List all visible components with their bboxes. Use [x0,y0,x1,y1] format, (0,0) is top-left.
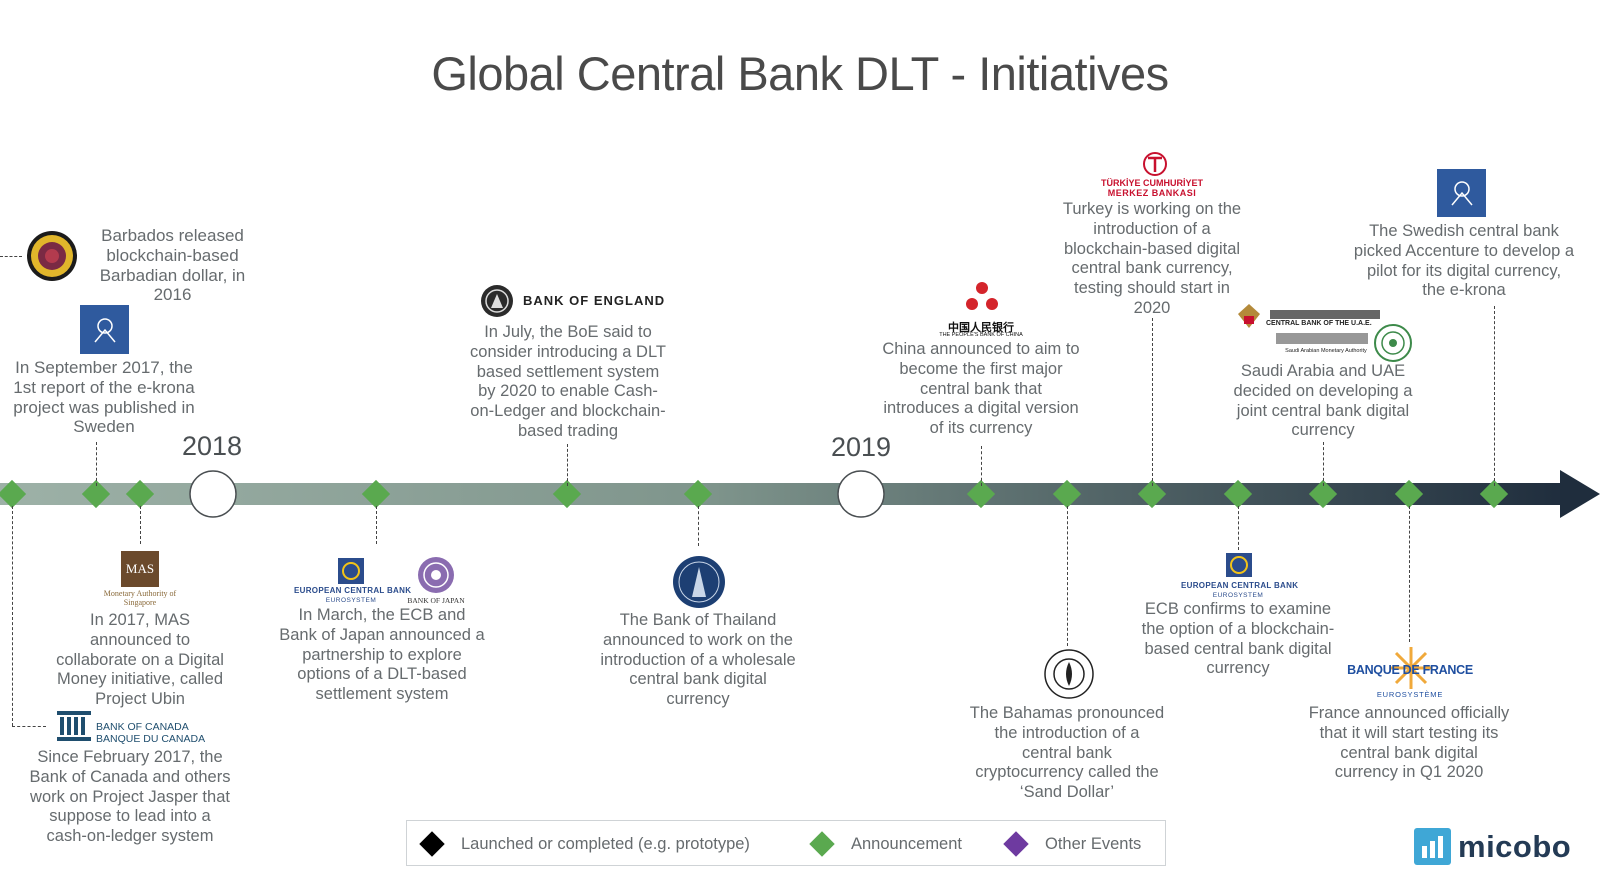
other-diamond-icon [1003,831,1029,857]
turkey-logo-line2: MERKEZ BANKASI [1107,188,1197,198]
event-note-saudi-uae: Saudi Arabia and UAE decided on developi… [1233,362,1413,440]
ecb-logo-label: EUROPEAN CENTRAL BANK [294,586,412,595]
connector-line [567,444,568,486]
year-label-2018: 2018 [182,431,243,461]
legend-label: Other Events [1045,834,1142,853]
launched-diamond-icon [419,831,445,857]
bank-of-japan-label: BANK OF JAPAN [407,596,465,605]
central-bank-barbados-seal-logo [27,231,77,281]
page-title: Global Central Bank DLT - Initiatives [431,47,1169,100]
connector-line [981,446,982,486]
event-diamond [361,479,391,509]
ecb-euro-icon [1226,553,1252,577]
uae-emblem-icon [1238,304,1260,328]
riksbank-logo [1437,169,1486,217]
bank-of-england-label: BANK OF ENGLAND [523,293,666,308]
ecb-logo-sub: EUROSYSTEM [1212,592,1264,599]
legend-item-announcement: Announcement [809,821,962,867]
event-diamond [1137,479,1167,509]
event-note-mas: In 2017, MAS announced to collaborate on… [56,611,224,709]
riksbank-logo [80,305,129,354]
event-note-canada: Since February 2017, the Bank of Canada … [29,748,231,846]
banque-de-france-label: BANQUE DE FRANCE [1347,663,1473,677]
event-note-barbados: Barbados released blockchain-based Barba… [99,226,246,305]
ecb-logo-label: EUROPEAN CENTRAL BANK [1181,581,1299,590]
event-note-ecb-boj: In March, the ECB and Bank of Japan anno… [279,606,485,704]
pboc-english-label: THE PEOPLE'S BANK OF CHINA [939,332,1023,338]
micobo-brand-label: micobo [1458,829,1572,864]
mas-logo: MAS [121,551,159,587]
event-diamond [1394,479,1424,509]
bank-of-england-britannia-logo [481,285,513,317]
connector-line [1152,318,1153,486]
event-note-ecb-confirm: ECB confirms to examine the option of a … [1141,600,1335,678]
banque-de-france-sunburst-icon [1390,647,1432,689]
sama-arabic-script-mark [1276,333,1368,344]
connector-line [12,506,13,726]
connector-line [96,442,97,486]
central-bank-bahamas-seal-logo [1044,649,1094,699]
bank-of-japan-seal-logo [418,557,454,593]
legend-label: Announcement [851,834,962,853]
year-marker-2018 [189,470,237,518]
bank-of-thailand-seal-logo [673,556,725,608]
turkey-logo-line1: TÜRKİYE CUMHURİYET [1100,178,1203,188]
legend-item-other: Other Events [1003,821,1142,867]
legend-item-launched: Launched or completed (e.g. prototype) [419,821,750,867]
pboc-chinese-label: 中国人民银行 [948,322,1014,334]
sama-seal-logo [1374,324,1412,362]
event-diamond [683,479,713,509]
turkey-central-bank-monogram [1143,152,1167,176]
event-note-swedish-ekrona: The Swedish central bank picked Accentur… [1353,222,1575,300]
uae-central-bank-label: CENTRAL BANK OF THE U.A.E. [1266,320,1372,327]
banque-de-france-sub: EUROSYSTÈME [1376,690,1444,699]
event-diamond [1479,479,1509,509]
timeline-bar [0,483,1565,505]
ecb-euro-icon [338,558,364,584]
bank-of-canada-building-icon [57,711,91,741]
connector-line [1323,442,1324,486]
banque-du-canada-label: BANQUE DU CANADA [96,733,206,745]
pboc-logo-icon [966,282,998,310]
year-marker-2019 [837,470,885,518]
micobo-logo-icon [1414,828,1451,865]
event-diamond [1052,479,1082,509]
mas-logo-caption: Monetary Authority of Singapore [103,589,177,607]
uae-arabic-script-mark [1270,310,1380,319]
event-diamond [966,479,996,509]
year-label-2019: 2019 [831,432,892,462]
connector-line [140,506,141,544]
event-note-thailand: The Bank of Thailand announced to work o… [600,611,796,709]
connector-line [12,726,46,727]
connector-line [1494,306,1495,486]
event-diamond [1308,479,1338,509]
connector-line [1238,506,1239,550]
event-note-france: France announced officially that it will… [1308,704,1510,782]
bank-of-canada-label: BANK OF CANADA [96,721,189,733]
legend: Launched or completed (e.g. prototype) A… [406,820,1166,866]
announcement-diamond-icon [809,831,835,857]
connector-line [698,506,699,546]
connector-line [1409,506,1410,642]
event-note-sweden-report: In September 2017, the 1st report of the… [13,358,195,437]
event-diamond [552,479,582,509]
event-note-boe: In July, the BoE said to consider introd… [470,323,666,440]
ecb-logo-sub: EUROSYSTEM [325,597,377,604]
event-note-turkey: Turkey is working on the introduction of… [1062,200,1242,317]
connector-line [0,256,22,257]
event-note-bahamas: The Bahamas pronounced the introduction … [969,704,1165,802]
connector-line [376,506,377,544]
timeline-arrow-head [1560,470,1600,518]
connector-line [1067,506,1068,646]
sama-label: Saudi Arabian Monetary Authority [1285,348,1367,354]
legend-label: Launched or completed (e.g. prototype) [461,834,750,853]
event-note-china: China announced to aim to become the fir… [882,340,1080,438]
event-diamond [1223,479,1253,509]
